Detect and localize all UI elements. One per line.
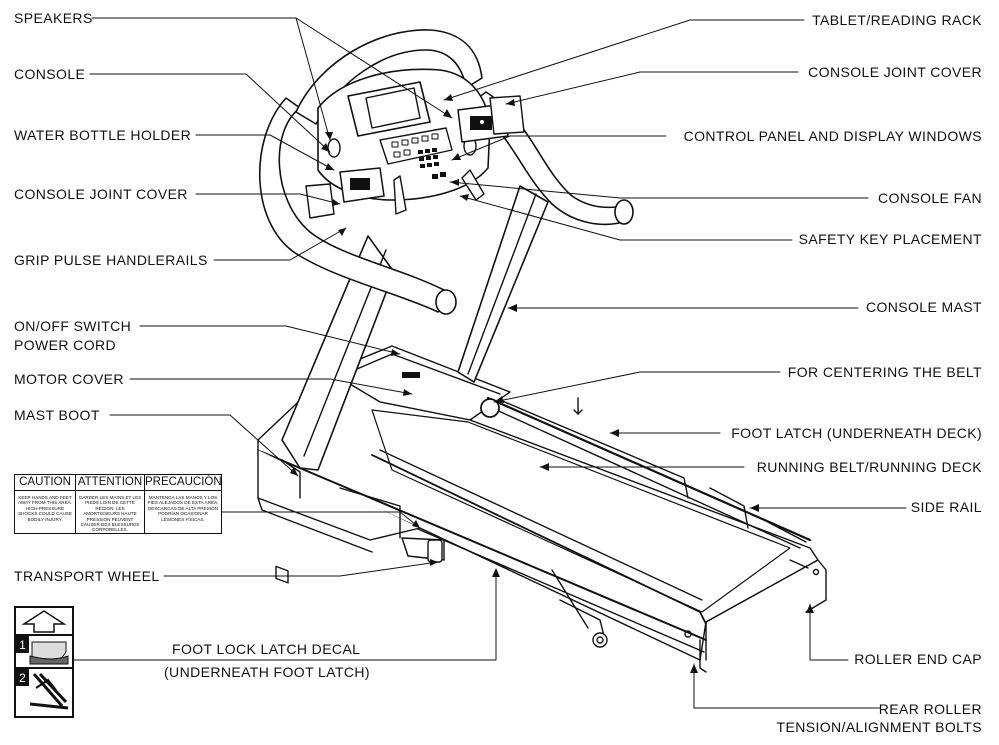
leader-console-joint-left — [195, 193, 341, 205]
label-console: CONSOLE — [14, 66, 86, 82]
decal-art: 1 2 — [16, 610, 72, 710]
caution-title: CAUTION — [15, 475, 75, 491]
leader-mast-boot — [109, 414, 299, 477]
label-running-belt-deck: RUNNING BELT/RUNNING DECK — [756, 459, 982, 475]
leader-water-bottle — [195, 134, 335, 171]
leader-tablet-rack — [443, 19, 805, 101]
warning-precaucion-column: PRECAUCIÓN MANTENGA LAS MANOS Y LOS PIES… — [145, 475, 222, 533]
console-body — [305, 68, 525, 219]
label-foot-latch: FOOT LATCH (UNDERNEATH DECK) — [731, 425, 982, 441]
label-control-panel-display: CONTROL PANEL AND DISPLAY WINDOWS — [683, 128, 982, 144]
leader-console — [89, 73, 331, 153]
label-rear-roller: REAR ROLLER — [878, 701, 982, 717]
leader-warning-label — [219, 511, 421, 529]
leader-roller-end-cap — [809, 603, 849, 661]
label-mast-boot: MAST BOOT — [14, 407, 100, 423]
label-roller-end-cap: ROLLER END CAP — [854, 651, 982, 667]
callout-lines — [69, 17, 907, 709]
warning-caution-column: CAUTION KEEP HANDS AND FEET AWAY FROM TH… — [15, 475, 76, 533]
label-underneath-foot-latch: (UNDERNEATH FOOT LATCH) — [164, 664, 370, 680]
label-transport-wheel: TRANSPORT WHEEL — [14, 568, 160, 584]
leader-safety-key — [459, 195, 793, 241]
leader-foot-lock — [69, 575, 497, 661]
label-side-rail: SIDE RAIL — [910, 499, 982, 515]
label-speakers: SPEAKERS — [14, 10, 93, 26]
leader-rear-roller — [693, 663, 881, 709]
label-water-bottle-holder: WATER BOTTLE HOLDER — [14, 127, 192, 143]
decal-step-2: 2 — [19, 671, 26, 685]
treadmill-deck-frame — [257, 345, 827, 673]
leader-speakers-2 — [295, 17, 453, 119]
callout-arrowheads — [290, 94, 814, 673]
leader-motor-cover — [129, 378, 413, 395]
label-console-joint-cover-left: CONSOLE JOINT COVER — [14, 186, 188, 202]
leader-console-fan — [449, 181, 869, 199]
label-console-mast: CONSOLE MAST — [865, 299, 982, 315]
leader-control-panel — [451, 135, 667, 161]
attention-title: ATTENTION — [76, 475, 144, 491]
precaucion-text: MANTENGA LAS MANOS Y LOS PIES ALEJADOS D… — [147, 495, 219, 522]
caution-text: KEEP HANDS AND FEET AWAY FROM THIS AREA.… — [17, 495, 73, 522]
label-console-joint-cover-right: CONSOLE JOINT COVER — [808, 64, 982, 80]
leader-onoff — [139, 325, 401, 355]
label-for-centering-belt: FOR CENTERING THE BELT — [787, 364, 982, 380]
leader-transport-wheel — [163, 561, 439, 577]
leader-console-joint-right — [505, 71, 799, 105]
leader-grip-pulse — [213, 227, 347, 261]
label-grip-pulse-handlerails: GRIP PULSE HANDLERAILS — [14, 252, 208, 268]
label-on-off-switch: ON/OFF SWITCH — [14, 318, 132, 334]
label-console-fan: CONSOLE FAN — [878, 190, 982, 206]
warning-label: CAUTION KEEP HANDS AND FEET AWAY FROM TH… — [14, 474, 222, 534]
label-tension-alignment-bolts: TENSION/ALIGNMENT BOLTS — [776, 719, 982, 735]
label-power-cord: POWER CORD — [14, 337, 116, 353]
decal-step-1: 1 — [19, 638, 26, 652]
label-foot-lock-latch-decal: FOOT LOCK LATCH DECAL — [172, 641, 361, 657]
console-masts — [281, 185, 549, 471]
leader-speakers — [91, 17, 331, 141]
precaucion-title: PRECAUCIÓN — [145, 475, 222, 491]
leader-centering-belt — [493, 371, 781, 403]
warning-attention-column: ATTENTION GARDER LES MAINS ET LES PIEDS … — [76, 475, 145, 533]
label-tablet-reading-rack: TABLET/READING RACK — [812, 12, 982, 28]
attention-text: GARDER LES MAINS ET LES PIEDS LOIN DE CE… — [78, 495, 142, 533]
label-safety-key-placement: SAFETY KEY PLACEMENT — [798, 231, 982, 247]
label-motor-cover: MOTOR COVER — [14, 371, 124, 387]
foot-lock-latch-decal: 1 2 — [14, 606, 74, 718]
